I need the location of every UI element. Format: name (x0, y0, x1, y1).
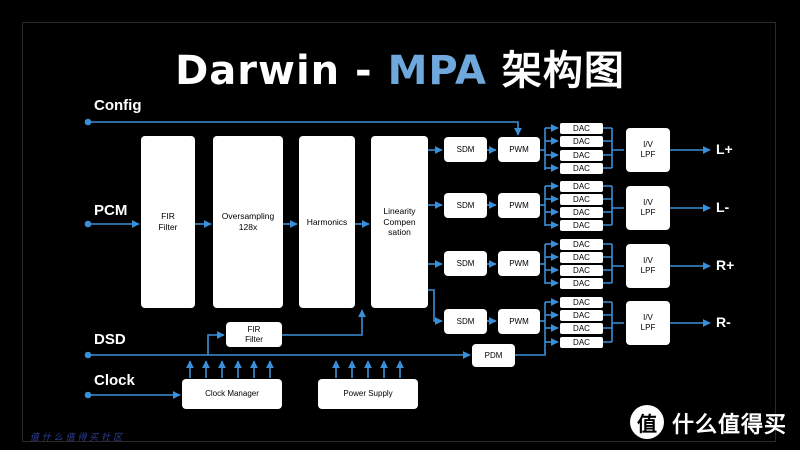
dac-block: DAC (560, 181, 603, 192)
linearity-compensation-block: Linearity Compen sation (371, 136, 428, 308)
title-accent: MPA (387, 48, 487, 94)
dac-block: DAC (560, 310, 603, 321)
input-label-config: Config (94, 97, 142, 114)
sdm-block-l-minus: SDM (444, 193, 487, 218)
page-title: Darwin - MPA 架构图 (0, 38, 800, 96)
harmonics-block: Harmonics (299, 136, 355, 308)
dac-block: DAC (560, 323, 603, 334)
dac-block: DAC (560, 123, 603, 134)
fir-filter-block: FIR Filter (141, 136, 195, 308)
iv-lpf-block-l-plus: I/V LPF (626, 128, 670, 172)
input-label-pcm: PCM (94, 202, 128, 219)
dac-block: DAC (560, 278, 603, 289)
dac-block: DAC (560, 220, 603, 231)
output-label-l-plus: L+ (716, 141, 733, 157)
watermark-text: 值 什 么 值 得 买 社 区 (30, 433, 123, 443)
dac-block: DAC (560, 207, 603, 218)
pwm-block-r-plus: PWM (498, 251, 540, 276)
output-label-l-minus: L- (716, 199, 730, 215)
pwm-block-l-minus: PWM (498, 193, 540, 218)
sdm-block-r-minus: SDM (444, 309, 487, 334)
dac-block: DAC (560, 163, 603, 174)
slide-frame (22, 22, 776, 442)
oversampling-block: Oversampling 128x (213, 136, 283, 308)
pwm-block-r-minus: PWM (498, 309, 540, 334)
dac-block: DAC (560, 136, 603, 147)
title-suffix: 架构图 (486, 48, 625, 94)
sdm-block-r-plus: SDM (444, 251, 487, 276)
dac-block: DAC (560, 150, 603, 161)
iv-lpf-block-r-plus: I/V LPF (626, 244, 670, 288)
pdm-block: PDM (472, 344, 515, 367)
iv-lpf-block-l-minus: I/V LPF (626, 186, 670, 230)
iv-lpf-block-r-minus: I/V LPF (626, 301, 670, 345)
sdm-block-l-plus: SDM (444, 137, 487, 162)
input-label-clock: Clock (94, 372, 135, 389)
smzdm-logo-text: 什么值得买 (672, 413, 788, 438)
pwm-block-l-plus: PWM (498, 137, 540, 162)
title-main: Darwin - (175, 48, 388, 94)
dac-block: DAC (560, 239, 603, 250)
output-label-r-plus: R+ (716, 257, 735, 273)
dac-block: DAC (560, 265, 603, 276)
dsd-fir-filter-block: FIR Filter (226, 322, 282, 347)
dac-block: DAC (560, 297, 603, 308)
dac-block: DAC (560, 194, 603, 205)
power-supply-block: Power Supply (318, 379, 418, 409)
output-label-r-minus: R- (716, 314, 731, 330)
smzdm-logo-icon: 值 (630, 405, 664, 439)
dac-block: DAC (560, 337, 603, 348)
dac-block: DAC (560, 252, 603, 263)
clock-manager-block: Clock Manager (182, 379, 282, 409)
input-label-dsd: DSD (94, 331, 126, 348)
